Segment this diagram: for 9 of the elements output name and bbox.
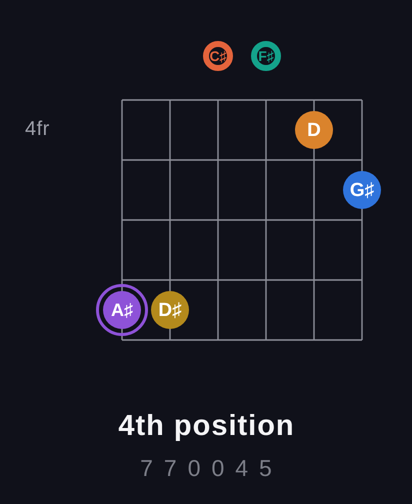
open-string-marker: C♯ [203, 41, 233, 71]
finger-dot: G♯ [343, 171, 381, 209]
fret-number: 4fr [25, 119, 50, 139]
root-note-dot: A♯ [96, 284, 148, 336]
finger-dot: D♯ [151, 291, 189, 329]
open-string-marker: F♯ [251, 41, 281, 71]
finger-dot: D [295, 111, 333, 149]
fingering-numbers: 7 7 0 0 4 5 [139, 455, 274, 481]
chord-position-title: 4th position [117, 410, 295, 442]
